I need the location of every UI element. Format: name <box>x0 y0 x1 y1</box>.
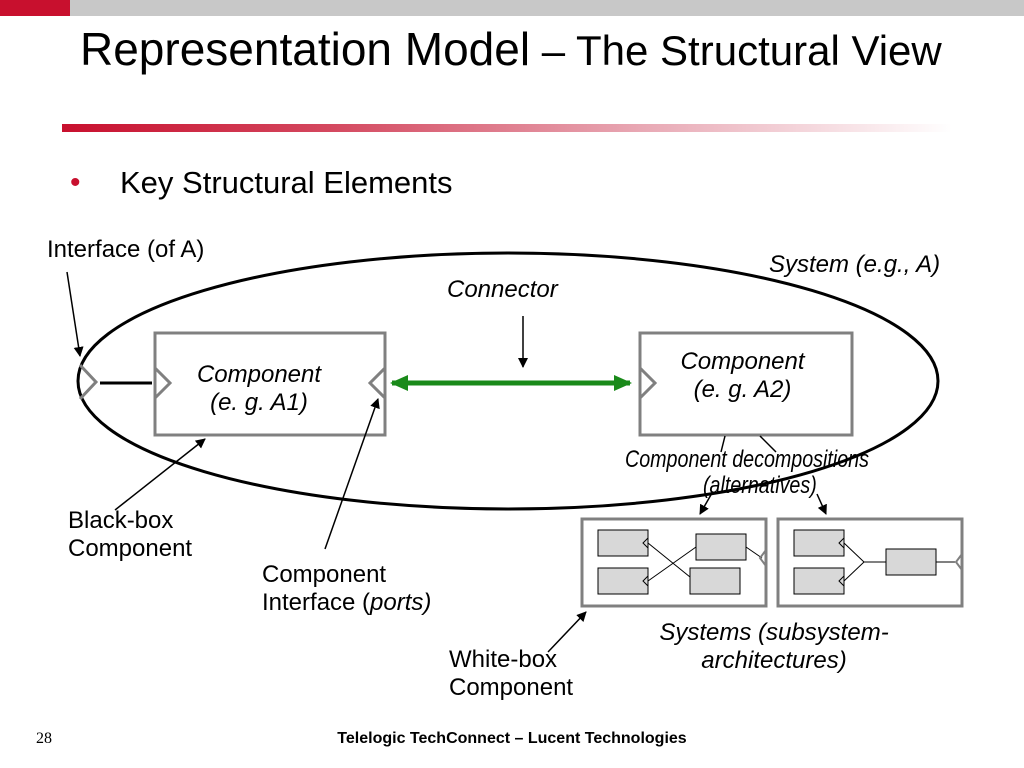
ports-line2: Interface (ports) <box>262 589 431 617</box>
sub1-part-2 <box>597 567 649 595</box>
sub2-port-b-icon <box>838 575 845 587</box>
decomp-line2: (alternatives) <box>703 472 817 499</box>
decomp-tick-left <box>720 435 726 453</box>
decomp-label: Component decompositions (alternatives) <box>625 447 985 499</box>
blackbox-pointer <box>114 438 206 511</box>
sub2-part-3 <box>885 548 937 576</box>
sub2-edge-port-icon <box>954 553 963 571</box>
title-sub: – The Structural View <box>530 27 942 74</box>
sub2-part-1 <box>793 529 845 557</box>
component-a2-label: Component (e. g. A2) <box>655 348 830 404</box>
bullet-text: Key Structural Elements <box>120 165 453 200</box>
slide-title: Representation Model – The Structural Vi… <box>80 26 980 74</box>
blackbox-line2: Component <box>68 535 193 562</box>
component-a1-label: Component (e. g. A1) <box>170 361 348 417</box>
a2-left-port-icon <box>638 366 658 400</box>
component-a1-line1: Component <box>196 361 322 388</box>
blackbox-label: Black-box Component <box>68 507 192 563</box>
sub1-link-2 <box>647 546 697 582</box>
blackbox-line1: Black-box <box>68 507 174 534</box>
system-boundary <box>76 251 940 511</box>
sub1-edge-port-icon <box>758 549 767 567</box>
a1-right-port-icon <box>367 366 387 400</box>
ports-label: Component Interface (ports) <box>262 561 431 617</box>
whitebox-pointer <box>547 611 587 653</box>
footer-text: Telelogic TechConnect – Lucent Technolog… <box>337 730 687 747</box>
sub1-part-4 <box>689 567 741 595</box>
ports-line2-a: Interface ( <box>262 589 371 616</box>
interface-pointer <box>66 271 84 357</box>
connector-label: Connector <box>447 276 558 303</box>
system-interface-port-icon <box>78 363 99 401</box>
decomp-arrow-right <box>816 493 827 515</box>
sub2-port-a-icon <box>838 537 845 549</box>
decomp-tick-right <box>759 435 777 453</box>
bullet-icon: • <box>70 166 81 199</box>
component-a2-box <box>638 331 854 437</box>
sub1-port-a-icon <box>642 537 649 549</box>
title-underline <box>62 124 952 132</box>
interface-label: Interface (of A) <box>47 236 205 263</box>
sub2-link-1 <box>843 542 865 563</box>
sub1-part-3 <box>695 533 747 561</box>
ports-pointer <box>324 398 380 550</box>
component-a2-line2: (e. g. A2) <box>693 376 792 403</box>
decomp-arrow-left <box>699 492 713 515</box>
sub1-port-b-icon <box>642 575 649 587</box>
title-main: Representation Model <box>80 23 531 75</box>
whitebox-line1: White-box <box>449 646 558 673</box>
sub2-part-2 <box>793 567 845 595</box>
whitebox-line2: Component <box>449 674 574 701</box>
header-grey-band <box>70 0 1024 16</box>
decomp-line1: Component decompositions <box>625 446 869 473</box>
subsystems-line2: architectures) <box>701 647 847 674</box>
sub1-part-1 <box>597 529 649 557</box>
component-a2-line1: Component <box>680 348 805 375</box>
component-a1-line2: (e. g. A1) <box>210 389 308 416</box>
a1-left-port-icon <box>153 366 173 400</box>
sub1-link-3 <box>745 546 763 559</box>
ports-line1: Component <box>262 561 387 588</box>
ports-line2-c: ) <box>423 589 432 616</box>
whitebox-label: White-box Component <box>449 646 573 702</box>
sub1-link-1 <box>647 542 691 578</box>
system-label: System (e.g., A) <box>769 251 941 278</box>
ports-line2-b: ports <box>370 589 424 616</box>
page-number: 28 <box>36 730 52 747</box>
component-a1-box <box>153 331 387 437</box>
subsystems-label: Systems (subsystem- architectures) <box>634 619 914 675</box>
subsystems-line1: Systems (subsystem- <box>659 619 889 646</box>
sub2-link-2 <box>843 561 865 582</box>
header-red-band <box>0 0 70 16</box>
